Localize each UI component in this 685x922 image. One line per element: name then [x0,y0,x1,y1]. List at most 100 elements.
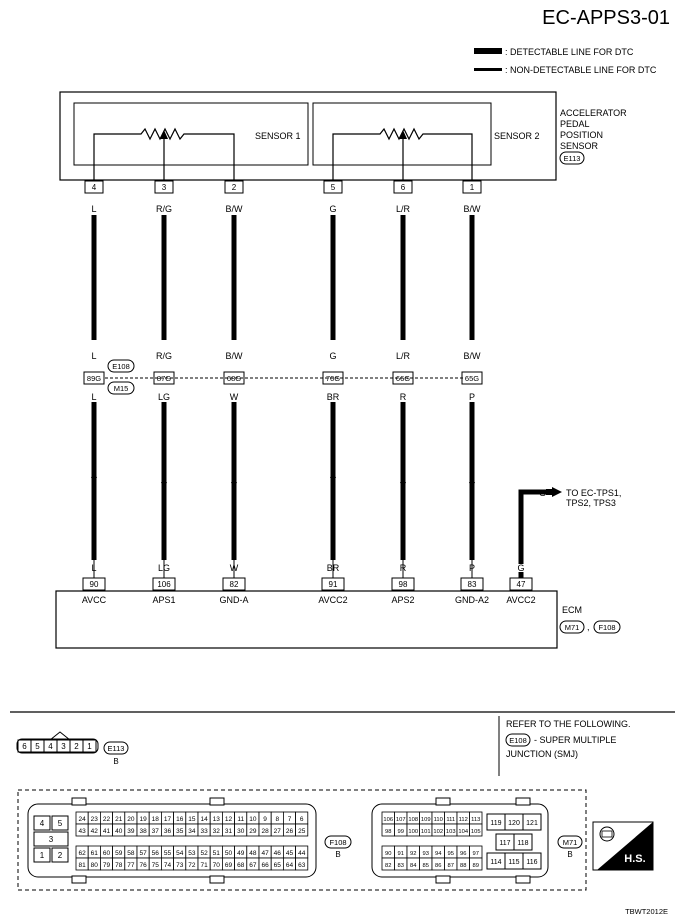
sensor-title-line-4: SENSOR [560,141,599,151]
sensor-title-line-1: ACCELERATOR [560,108,627,118]
m71-pin: 104 [458,829,468,835]
joint-color-top: G [329,351,336,361]
joint-color-top: B/W [464,351,482,361]
m71-connector-id: M71 [563,838,578,847]
e113-pin: 3 [61,742,66,751]
e113-color: B [113,757,118,766]
f108-pin: 45 [286,850,294,857]
f108-big-pin-cell [33,831,69,847]
joint-pin-box [83,371,105,385]
e113-pin: 1 [87,742,92,751]
joint-color-top: L [91,351,96,361]
f108-pin: 17 [164,816,172,823]
m71-pin: 106 [383,817,393,823]
sensor2-inner-box [312,102,492,166]
hs-symbol-icon: H.S. [592,821,654,871]
f108-pin: 26 [286,828,294,835]
m71-pin: 96 [460,851,466,857]
ecm-pin-box [460,577,484,591]
sensor-pin-box [224,180,244,194]
f108-pin: 49 [237,850,245,857]
f108-pin: 39 [127,828,135,835]
sensor2-label: SENSOR 2 [494,131,540,141]
signal-arrow-down-icon [231,482,237,491]
m71-pin: 111 [446,817,455,823]
m71-big-pin: 121 [526,820,538,827]
f108-latch [209,797,225,806]
sensor-pin-box [154,180,174,194]
f108-pin: 8 [275,816,279,823]
m71-pin: 93 [423,851,429,857]
m71-latch [435,875,451,884]
m71-shell [371,803,549,878]
wire-color-top: G [329,204,336,214]
f108-pin: 59 [115,850,123,857]
f108-pin: 48 [249,850,257,857]
f108-pin: 58 [127,850,135,857]
connector-views-frame [17,789,587,891]
f108-pin: 25 [298,828,306,835]
sensor-pin-number: 2 [232,183,237,192]
e113-pin: 4 [48,742,53,751]
f108-pin: 37 [152,828,160,835]
f108-pin: 62 [78,850,86,857]
f108-pin: 51 [213,850,221,857]
wire-color-top: B/W [464,204,482,214]
sensor-pin-number: 3 [162,183,167,192]
ecm-pin-box [82,577,106,591]
f108-shell [27,803,317,878]
m71-pin: 108 [408,817,418,823]
f108-pin: 55 [164,850,172,857]
f108-pin: 40 [115,828,123,835]
extra-wire-color-top: G [539,488,546,498]
smj-connector: E108 [509,736,527,745]
e113-pin: 5 [35,742,40,751]
f108-pin: 61 [91,850,99,857]
sensor-pin-number: 5 [331,183,336,192]
extra-wire-ecm-pin: 47 [517,580,526,589]
f108-pin: 54 [176,850,184,857]
f108-pin-cell [295,857,309,871]
f108-big-pin: 3 [49,835,54,844]
m71-pin: 112 [459,817,468,823]
sensor-title-line-2: PEDAL [560,119,590,129]
f108-pin: 79 [103,862,111,869]
f108-connector-badge [324,835,352,849]
joint-color-bottom: L [91,392,96,402]
f108-pin: 29 [249,828,257,835]
hs-text: H.S. [624,853,645,865]
extra-wire-color-bottom: G [517,563,524,573]
sensor1-inner-box [73,102,309,166]
f108-latch [71,875,87,884]
f108-big-pin-cell [51,847,69,863]
f108-pin: 44 [298,850,306,857]
extra-wire-ecm-label: AVCC2 [506,595,535,605]
m71-pin: 89 [473,863,479,869]
ecm-pin-number: 98 [399,580,408,589]
sensor2-wiper-arrow [399,130,407,139]
f108-pin: 72 [188,862,196,869]
f108-color: B [335,850,340,859]
ecm-connector-sep: , [587,622,590,632]
m71-pin: 109 [421,817,431,823]
f108-pin: 71 [200,862,208,869]
m71-pin: 85 [423,863,429,869]
wire-5: 1B/WB/W65GPP83GND-A2 [455,180,489,605]
f108-big-pin-cell [33,815,51,831]
f108-pin: 63 [298,862,306,869]
ecm-pin-box [222,577,246,591]
m71-pin: 95 [448,851,454,857]
joint-pin: 66G [396,374,410,383]
f108-pin: 35 [176,828,184,835]
joint-color-bottom: BR [327,392,340,402]
legend-non-detectable-label: : NON-DETECTABLE LINE FOR DTC [505,65,657,75]
joint-pin-box [153,371,175,385]
wire-harness: 4LL89GLL90AVCC3R/GR/G87GLGLG106APS12B/WB… [82,180,489,605]
e113-connector-id: E113 [108,744,125,753]
signal-arrow-down-icon [161,482,167,491]
f108-big-pin-cell [51,815,69,831]
joint-pin: 68G [227,374,241,383]
